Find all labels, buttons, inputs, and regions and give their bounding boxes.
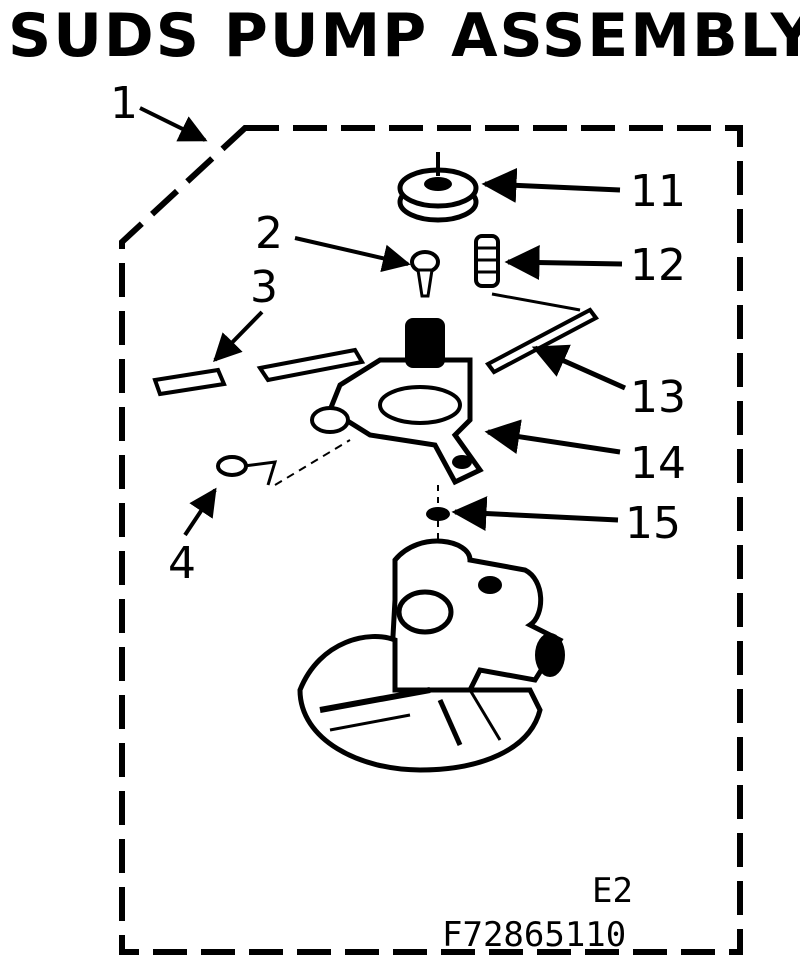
callout-3: 3 [250, 262, 278, 313]
plug-part [410, 250, 440, 298]
callout-12: 12 [630, 240, 686, 291]
clip-part [216, 439, 351, 486]
lever-part [484, 292, 600, 375]
diagram-title: SUDS PUMP ASSEMBLY [8, 1, 800, 71]
callout-14: 14 [630, 438, 686, 489]
callout-11-arrow [481, 167, 621, 203]
callout-15-arrow [451, 496, 619, 532]
callout-4-arrow [183, 487, 217, 537]
part-code: F72865110 [442, 915, 626, 955]
pump-body [297, 485, 565, 773]
pulley-part [397, 152, 479, 223]
link-bar-part [152, 367, 227, 397]
callout-11: 11 [630, 166, 686, 217]
callout-3-arrow [213, 310, 264, 363]
spring-part [474, 234, 500, 288]
callout-4: 4 [168, 538, 196, 589]
callout-13: 13 [630, 372, 686, 423]
pump-cover-part [256, 318, 484, 486]
callout-2-arrow [294, 236, 411, 272]
callout-15: 15 [625, 498, 681, 549]
callout-12-arrow [504, 245, 623, 281]
callout-14-arrow [484, 419, 621, 455]
callout-2: 2 [255, 208, 283, 259]
callout-1: 1 [110, 78, 138, 129]
assembly-boundary [119, 125, 743, 955]
callout-13-arrow [531, 344, 627, 391]
callout-1-arrow [139, 106, 208, 142]
revision-code: E2 [592, 871, 633, 911]
